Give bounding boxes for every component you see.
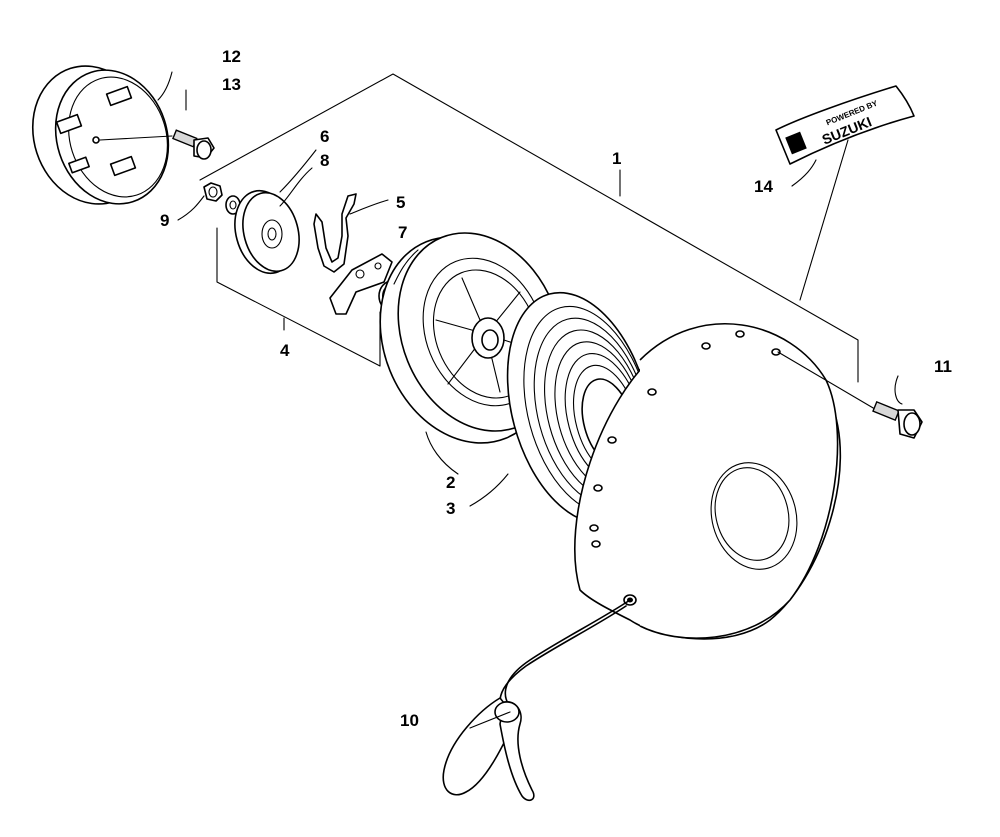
- callout-14: 14: [754, 177, 773, 196]
- callout-6: 6: [320, 127, 329, 146]
- bracket-item-4: [216, 227, 381, 367]
- callout-5: 5: [396, 193, 405, 212]
- callout-12: 12: [222, 47, 241, 66]
- starter-cup-part-12: [31, 65, 173, 205]
- callout-labels: 12 13 6 8 9 5 7 1 4 2 3 11 10 14: [160, 47, 952, 730]
- leader-lines: [157, 71, 903, 729]
- rope-handle-part-10: [442, 599, 631, 802]
- friction-plate-part-8: [234, 189, 300, 275]
- callout-13: 13: [222, 75, 241, 94]
- callout-3: 3: [446, 499, 455, 518]
- pawl-part-7: [329, 253, 393, 315]
- bolt-part-11: [777, 351, 923, 439]
- nut-part-9: [203, 182, 223, 202]
- callout-2: 2: [446, 473, 455, 492]
- callout-9: 9: [160, 211, 169, 230]
- bracket-item-1: [199, 73, 859, 383]
- spring-part-5: [313, 193, 357, 273]
- callout-8: 8: [320, 151, 329, 170]
- decal-part-14: POWERED BY SUZUKI: [775, 85, 915, 165]
- callout-11: 11: [934, 357, 952, 376]
- bolt-part-13: [172, 129, 215, 160]
- callout-10: 10: [400, 711, 419, 730]
- callout-1: 1: [612, 149, 621, 168]
- callout-4: 4: [280, 341, 290, 360]
- starter-housing: [573, 323, 842, 640]
- callout-7: 7: [398, 223, 407, 242]
